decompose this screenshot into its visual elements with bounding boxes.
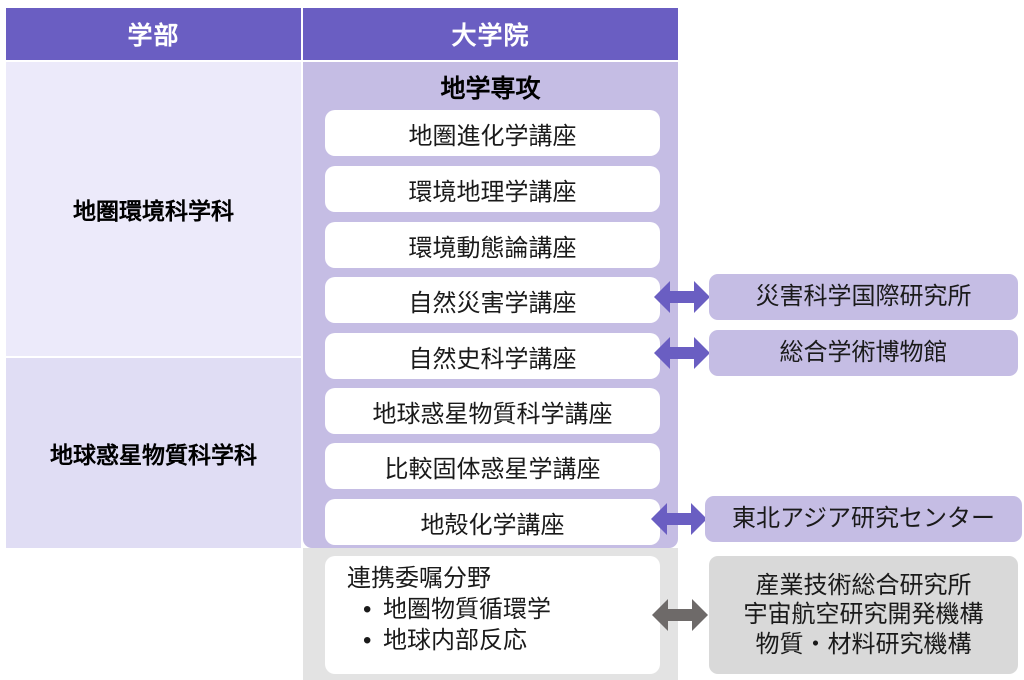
cooperative-item-0: 地圏物質循環学	[363, 594, 660, 625]
major-title-chigaku: 地学専攻	[440, 75, 541, 103]
course-box-chiken-shinka[interactable]: 地圏進化学講座	[325, 110, 660, 156]
double-arrow-icon-museum	[654, 333, 710, 373]
institution-box-northeast-asia-center[interactable]: 東北アジア研究センター	[705, 496, 1022, 542]
course-box-chikaku-kagaku[interactable]: 地殻化学講座	[325, 499, 660, 545]
double-arrow-icon-disaster	[654, 277, 710, 317]
department-chikyu-wakusei: 地球惑星物質科学科	[6, 358, 301, 548]
course-box-hikaku-kotai-wakusei[interactable]: 比較固体惑星学講座	[325, 443, 660, 489]
cooperative-heading: 連携委嘱分野	[347, 565, 491, 592]
external-org-line-3: 物質・材料研究機構	[755, 630, 972, 658]
cooperative-list: 地圏物質循環学 地球内部反応	[347, 594, 660, 657]
header-undergraduate: 学部	[6, 8, 301, 60]
external-org-line-1: 産業技術総合研究所	[755, 572, 972, 600]
department-chiken-kankyo: 地圏環境科学科	[6, 62, 301, 356]
course-box-chikyu-wakusei-busshitsu[interactable]: 地球惑星物質科学講座	[325, 388, 660, 434]
double-arrow-icon-cooperative	[652, 595, 708, 635]
course-box-shizen-saigai[interactable]: 自然災害学講座	[325, 277, 660, 323]
cooperative-field-box[interactable]: 連携委嘱分野 地圏物質循環学 地球内部反応	[325, 556, 660, 674]
header-graduate: 大学院	[303, 8, 678, 60]
double-arrow-icon-northeast-asia	[651, 499, 707, 539]
institution-box-disaster-science[interactable]: 災害科学国際研究所	[709, 274, 1018, 320]
course-box-shizenshi-kagaku[interactable]: 自然史科学講座	[325, 333, 660, 379]
institution-box-external-organizations[interactable]: 産業技術総合研究所 宇宙航空研究開発機構 物質・材料研究機構	[709, 556, 1018, 674]
course-box-kankyo-chiri[interactable]: 環境地理学講座	[325, 166, 660, 212]
external-org-line-2: 宇宙航空研究開発機構	[743, 601, 984, 629]
course-box-kankyo-dotai[interactable]: 環境動態論講座	[325, 222, 660, 268]
cooperative-item-1: 地球内部反応	[363, 625, 660, 656]
institution-box-museum[interactable]: 総合学術博物館	[709, 330, 1018, 376]
